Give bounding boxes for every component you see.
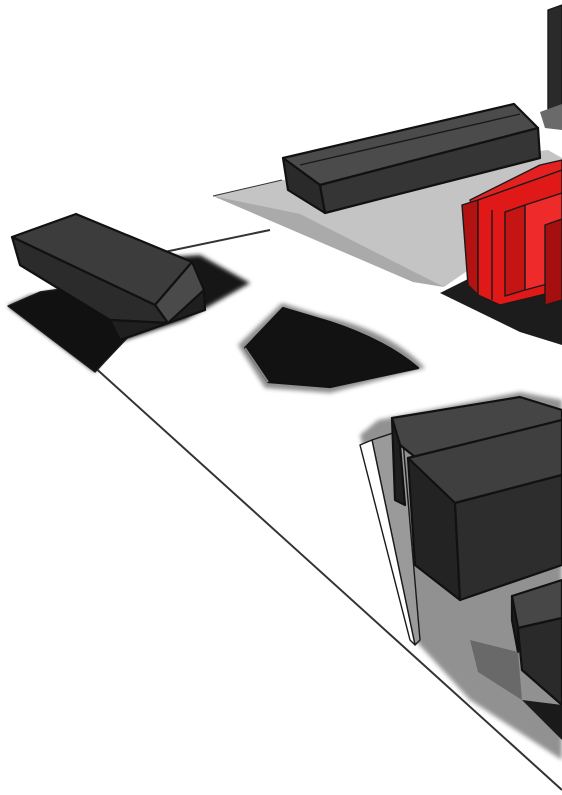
half-round-pavilion [238, 303, 425, 393]
foreground-block-building [360, 392, 562, 760]
far-right-tower [540, 5, 562, 130]
left-wing-building [8, 214, 250, 372]
